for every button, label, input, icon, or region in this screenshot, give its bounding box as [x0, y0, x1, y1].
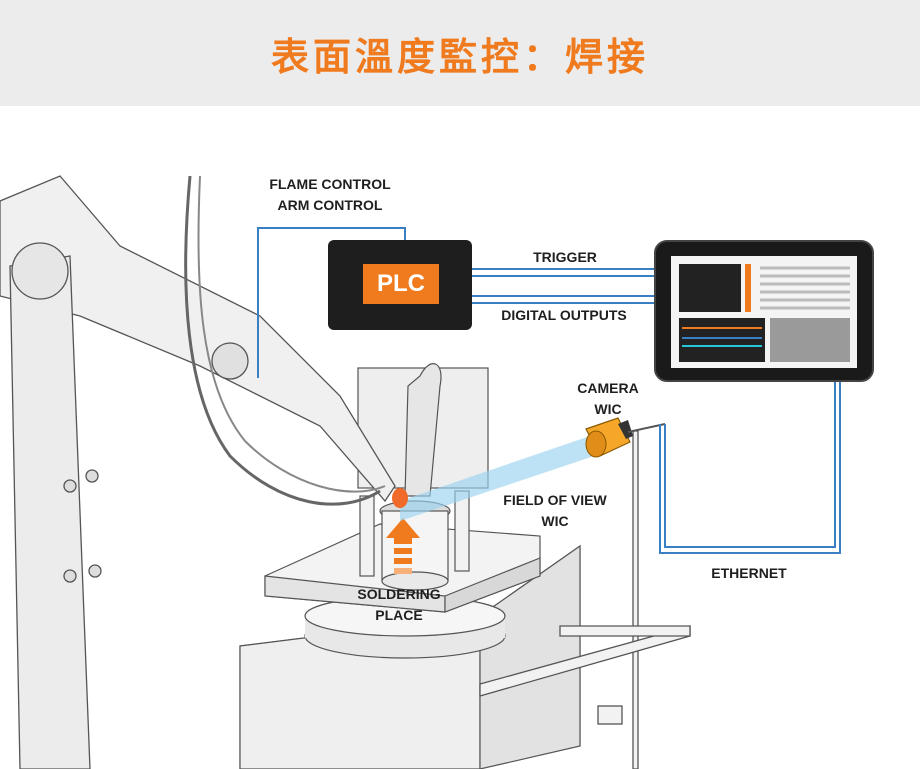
- fixture-icon: [357, 363, 489, 591]
- camera-label: CAMERA: [577, 380, 639, 396]
- soldering-label: SOLDERING: [357, 586, 441, 602]
- signal-wires: [257, 227, 841, 554]
- heat-arrow-icon: [386, 518, 420, 574]
- page-title: 表面溫度監控：焊接: [270, 34, 649, 79]
- arm-control-label: ARM CONTROL: [277, 197, 383, 213]
- field-of-view-cone: [400, 436, 600, 521]
- digital-outputs-label: DIGITAL OUTPUTS: [501, 307, 627, 323]
- trigger-label: TRIGGER: [533, 249, 597, 265]
- diagram-canvas: [0, 175, 874, 769]
- flame-control-label: FLAME CONTROL: [269, 176, 391, 192]
- plc-label: PLC: [377, 270, 425, 297]
- field-of-view-label: FIELD OF VIEW: [503, 492, 607, 508]
- camera-wic-label: WIC: [594, 401, 622, 417]
- robot-arm-icon: [0, 175, 396, 769]
- monitor-icon: [654, 240, 874, 382]
- title-bar: 表面溫度監控：焊接: [0, 0, 920, 106]
- place-label: PLACE: [375, 607, 423, 623]
- plc-badge: [363, 264, 439, 304]
- welding-diagram: FLAME CONTROL ARM CONTROL PLC TRIGGER DI…: [0, 106, 920, 769]
- flame-icon: [392, 488, 408, 508]
- ethernet-label: ETHERNET: [711, 565, 787, 581]
- thermal-camera-icon: [585, 417, 666, 458]
- field-of-view-wic-label: WIC: [541, 513, 569, 529]
